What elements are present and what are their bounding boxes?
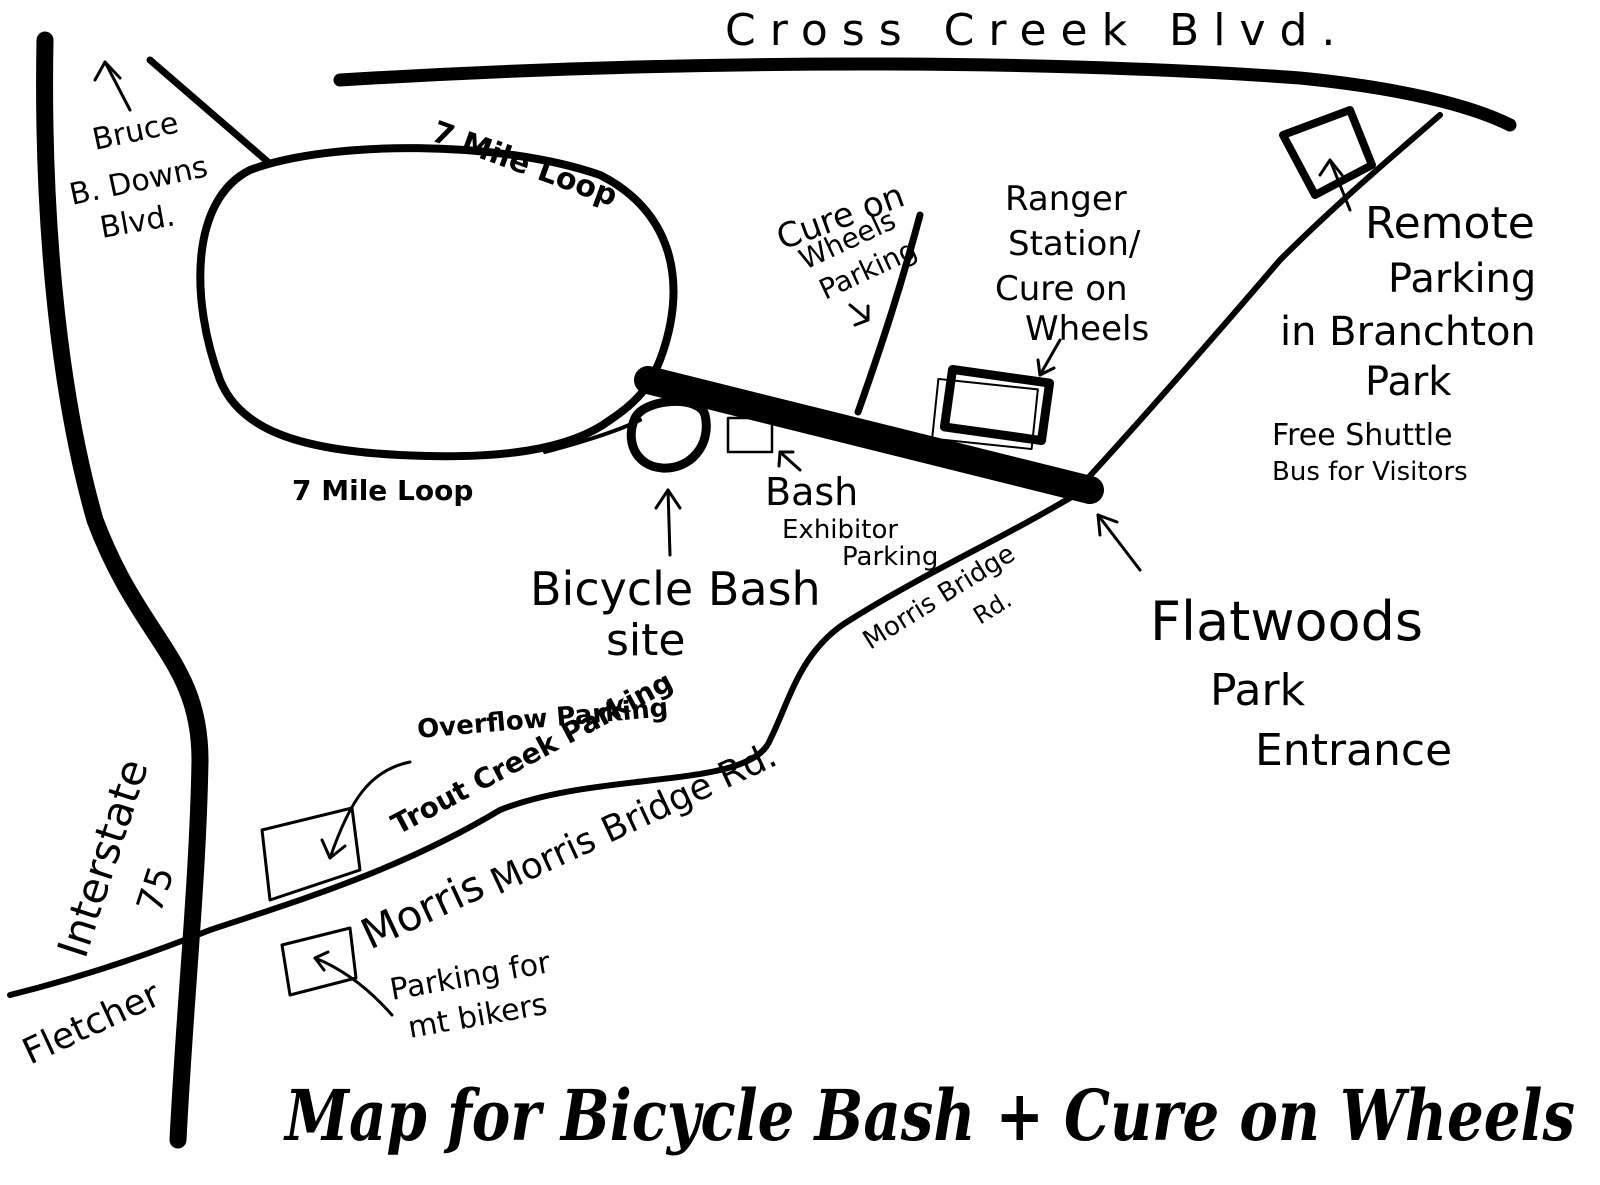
trout-creek-arrow-icon [320, 760, 412, 860]
bicycle-bash-site-arrow-icon [654, 488, 682, 557]
cross-creek-label: Cross Creek Blvd. [725, 5, 1349, 56]
flatwoods-entrance-arrow-icon [1096, 513, 1142, 572]
interstate-label-2: 75 [130, 862, 183, 918]
ranger-station-label-4: Wheels [1025, 309, 1149, 349]
bash-exhibitor-label-1: Bash [765, 470, 858, 514]
ranger-station-label-1: Ranger [1005, 179, 1127, 219]
ranger-station-box [939, 364, 1055, 446]
remote-parking-label-3: in Branchton [1280, 309, 1536, 355]
ranger-station-label-2: Station/ [1008, 224, 1141, 264]
bruce-downs-label-3: Blvd. [97, 198, 177, 246]
bicycle-bash-loop [626, 397, 711, 473]
park-entrance-road [634, 366, 1104, 504]
mt-bikers-arrow-icon [313, 950, 394, 1017]
seven-mile-loop-label-bottom: 7 Mile Loop [292, 474, 473, 507]
trout-creek-parking-lot [260, 806, 362, 902]
bruce-downs-label-1: Bruce [89, 106, 181, 158]
morris-bridge-road [7, 489, 1083, 998]
remote-parking-arrow-icon [1318, 158, 1352, 212]
flatwoods-entrance-label-2: Park [1210, 665, 1306, 716]
remote-parking-label-4: Park [1365, 359, 1452, 405]
remote-parking-road [1085, 112, 1443, 481]
cure-on-wheels-parking-road [854, 211, 924, 416]
bruce-downs-blvd-road [146, 56, 272, 166]
mt-bikers-parking-lot [280, 926, 358, 997]
bash-exhibitor-parking-lot [726, 416, 774, 454]
bruce-downs-arrow-icon [93, 60, 132, 112]
cure-on-wheels-parking-arrow-icon [848, 303, 870, 327]
map-title: Map for Bicycle Bash + Cure on Wheels [283, 1074, 1575, 1157]
ranger-station-arrow-icon [1036, 338, 1062, 377]
remote-parking-label-1: Remote [1365, 198, 1535, 249]
flatwoods-entrance-label-3: Entrance [1255, 725, 1452, 776]
free-shuttle-label-1: Free Shuttle [1272, 418, 1453, 453]
remote-parking-label-2: Parking [1388, 256, 1536, 302]
bicycle-bash-site-label-2: site [606, 615, 685, 666]
interstate-75-road [36, 31, 209, 1149]
cross-creek-blvd-road [333, 57, 1517, 132]
free-shuttle-label-2: Bus for Visitors [1272, 457, 1468, 487]
flatwoods-entrance-label-1: Flatwoods [1150, 590, 1423, 653]
bash-exhibitor-label-3: Parking [842, 542, 938, 572]
seven-mile-loop-label-top: 7 Mile Loop [427, 115, 622, 214]
remote-parking-lot [1279, 106, 1376, 199]
seven-mile-loop-trail [196, 144, 678, 461]
loop-connector-trail [543, 418, 642, 454]
interstate-label-1: Interstate [48, 753, 158, 963]
bicycle-bash-site-label-1: Bicycle Bash [530, 562, 821, 616]
ranger-station-label-3: Cure on [995, 269, 1128, 309]
ranger-station-outline [931, 377, 1039, 451]
bash-exhibitor-label-2: Exhibitor [782, 515, 898, 545]
bash-exhibitor-arrow-icon [777, 450, 802, 472]
